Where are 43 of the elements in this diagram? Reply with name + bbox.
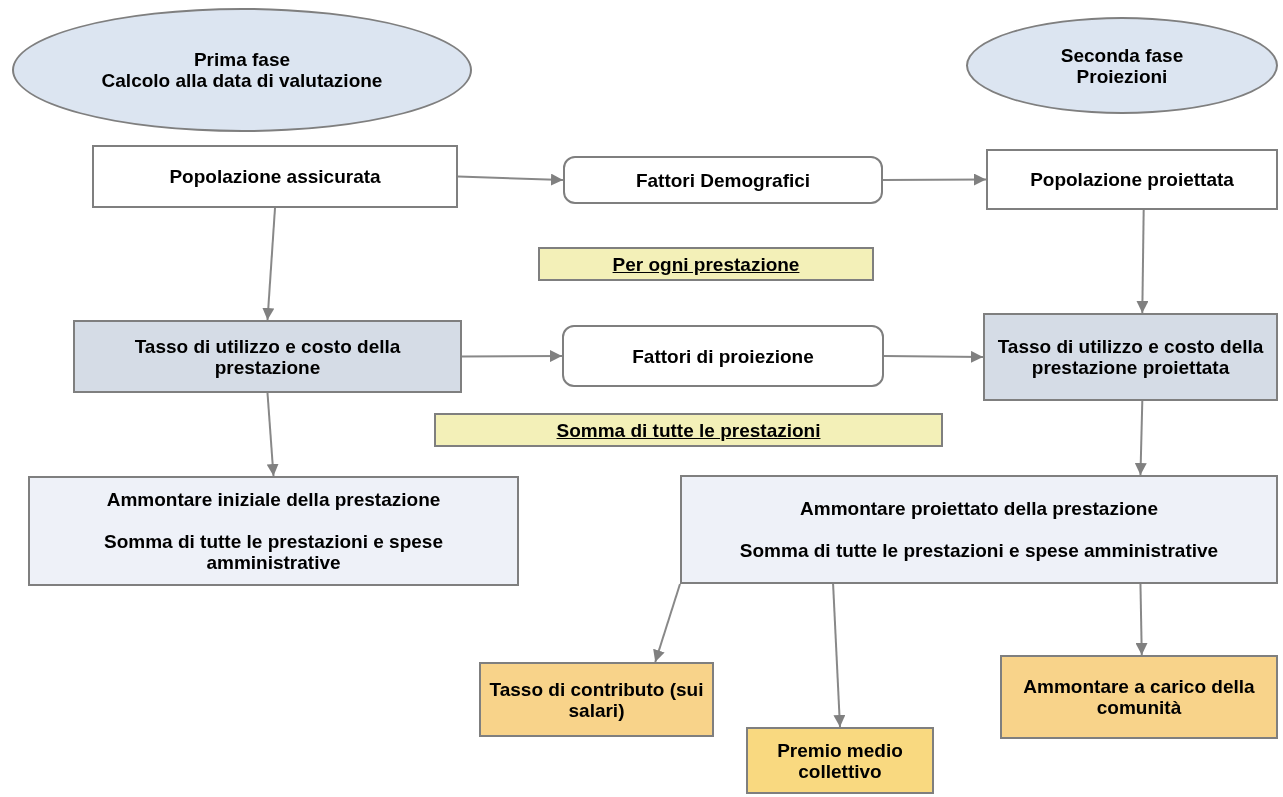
node-text: Calcolo alla data di valutazione [101,70,383,91]
node-title: Popolazione assicurata [169,166,381,187]
factor-box [563,156,883,204]
node-title: Seconda fase [1060,44,1184,66]
arrow [457,173,564,186]
arrow [882,173,987,186]
note-bar [434,413,943,447]
node-title: Prima fase [193,49,291,70]
node-title: Somma di tutte le prestazioni [556,419,821,441]
node-title: Premio medio collettivo [776,739,904,782]
node-title: Fattori Demografici [635,169,811,191]
process-box [986,149,1278,210]
arrow [262,207,276,321]
arrow [1135,583,1148,656]
arrow [461,350,563,363]
result-box [479,662,714,737]
node-title: Tasso di utilizzo e costo della prestazione [133,335,402,378]
arrow [883,350,984,363]
arrow [1136,209,1149,314]
process-box [92,145,458,208]
node-title: Tasso di contributo (sui salari) [488,678,705,721]
process-box [73,320,462,393]
node-title: Per ogni prestazione [612,253,800,275]
node-text: Somma di tutte le prestazioni e spese amministrative [739,540,1219,561]
amount-box [28,476,519,586]
node-title: Ammontare a carico della comunità [1022,676,1256,718]
node-text: Proiezioni [1076,65,1168,87]
result-box [1000,655,1278,739]
arrow [266,392,279,477]
node-title: Ammontare proiettato della prestazione [800,498,1158,519]
factor-box [562,325,884,387]
arrow [832,583,846,728]
process-box [983,313,1278,401]
node-text: Somma di tutte le prestazioni e spese amministrative [103,531,444,573]
node-title: Fattori di proiezione [632,345,814,367]
amount-box [680,475,1278,584]
note-bar [538,247,874,281]
arrow [653,583,681,663]
result-box [746,727,934,794]
node-title: Popolazione proiettata [1030,169,1234,190]
node-title: Ammontare iniziale della prestazione [106,489,441,510]
node-title: Tasso di utilizzo e costo della prestazione proiettata [996,336,1265,378]
arrow [1134,400,1147,476]
